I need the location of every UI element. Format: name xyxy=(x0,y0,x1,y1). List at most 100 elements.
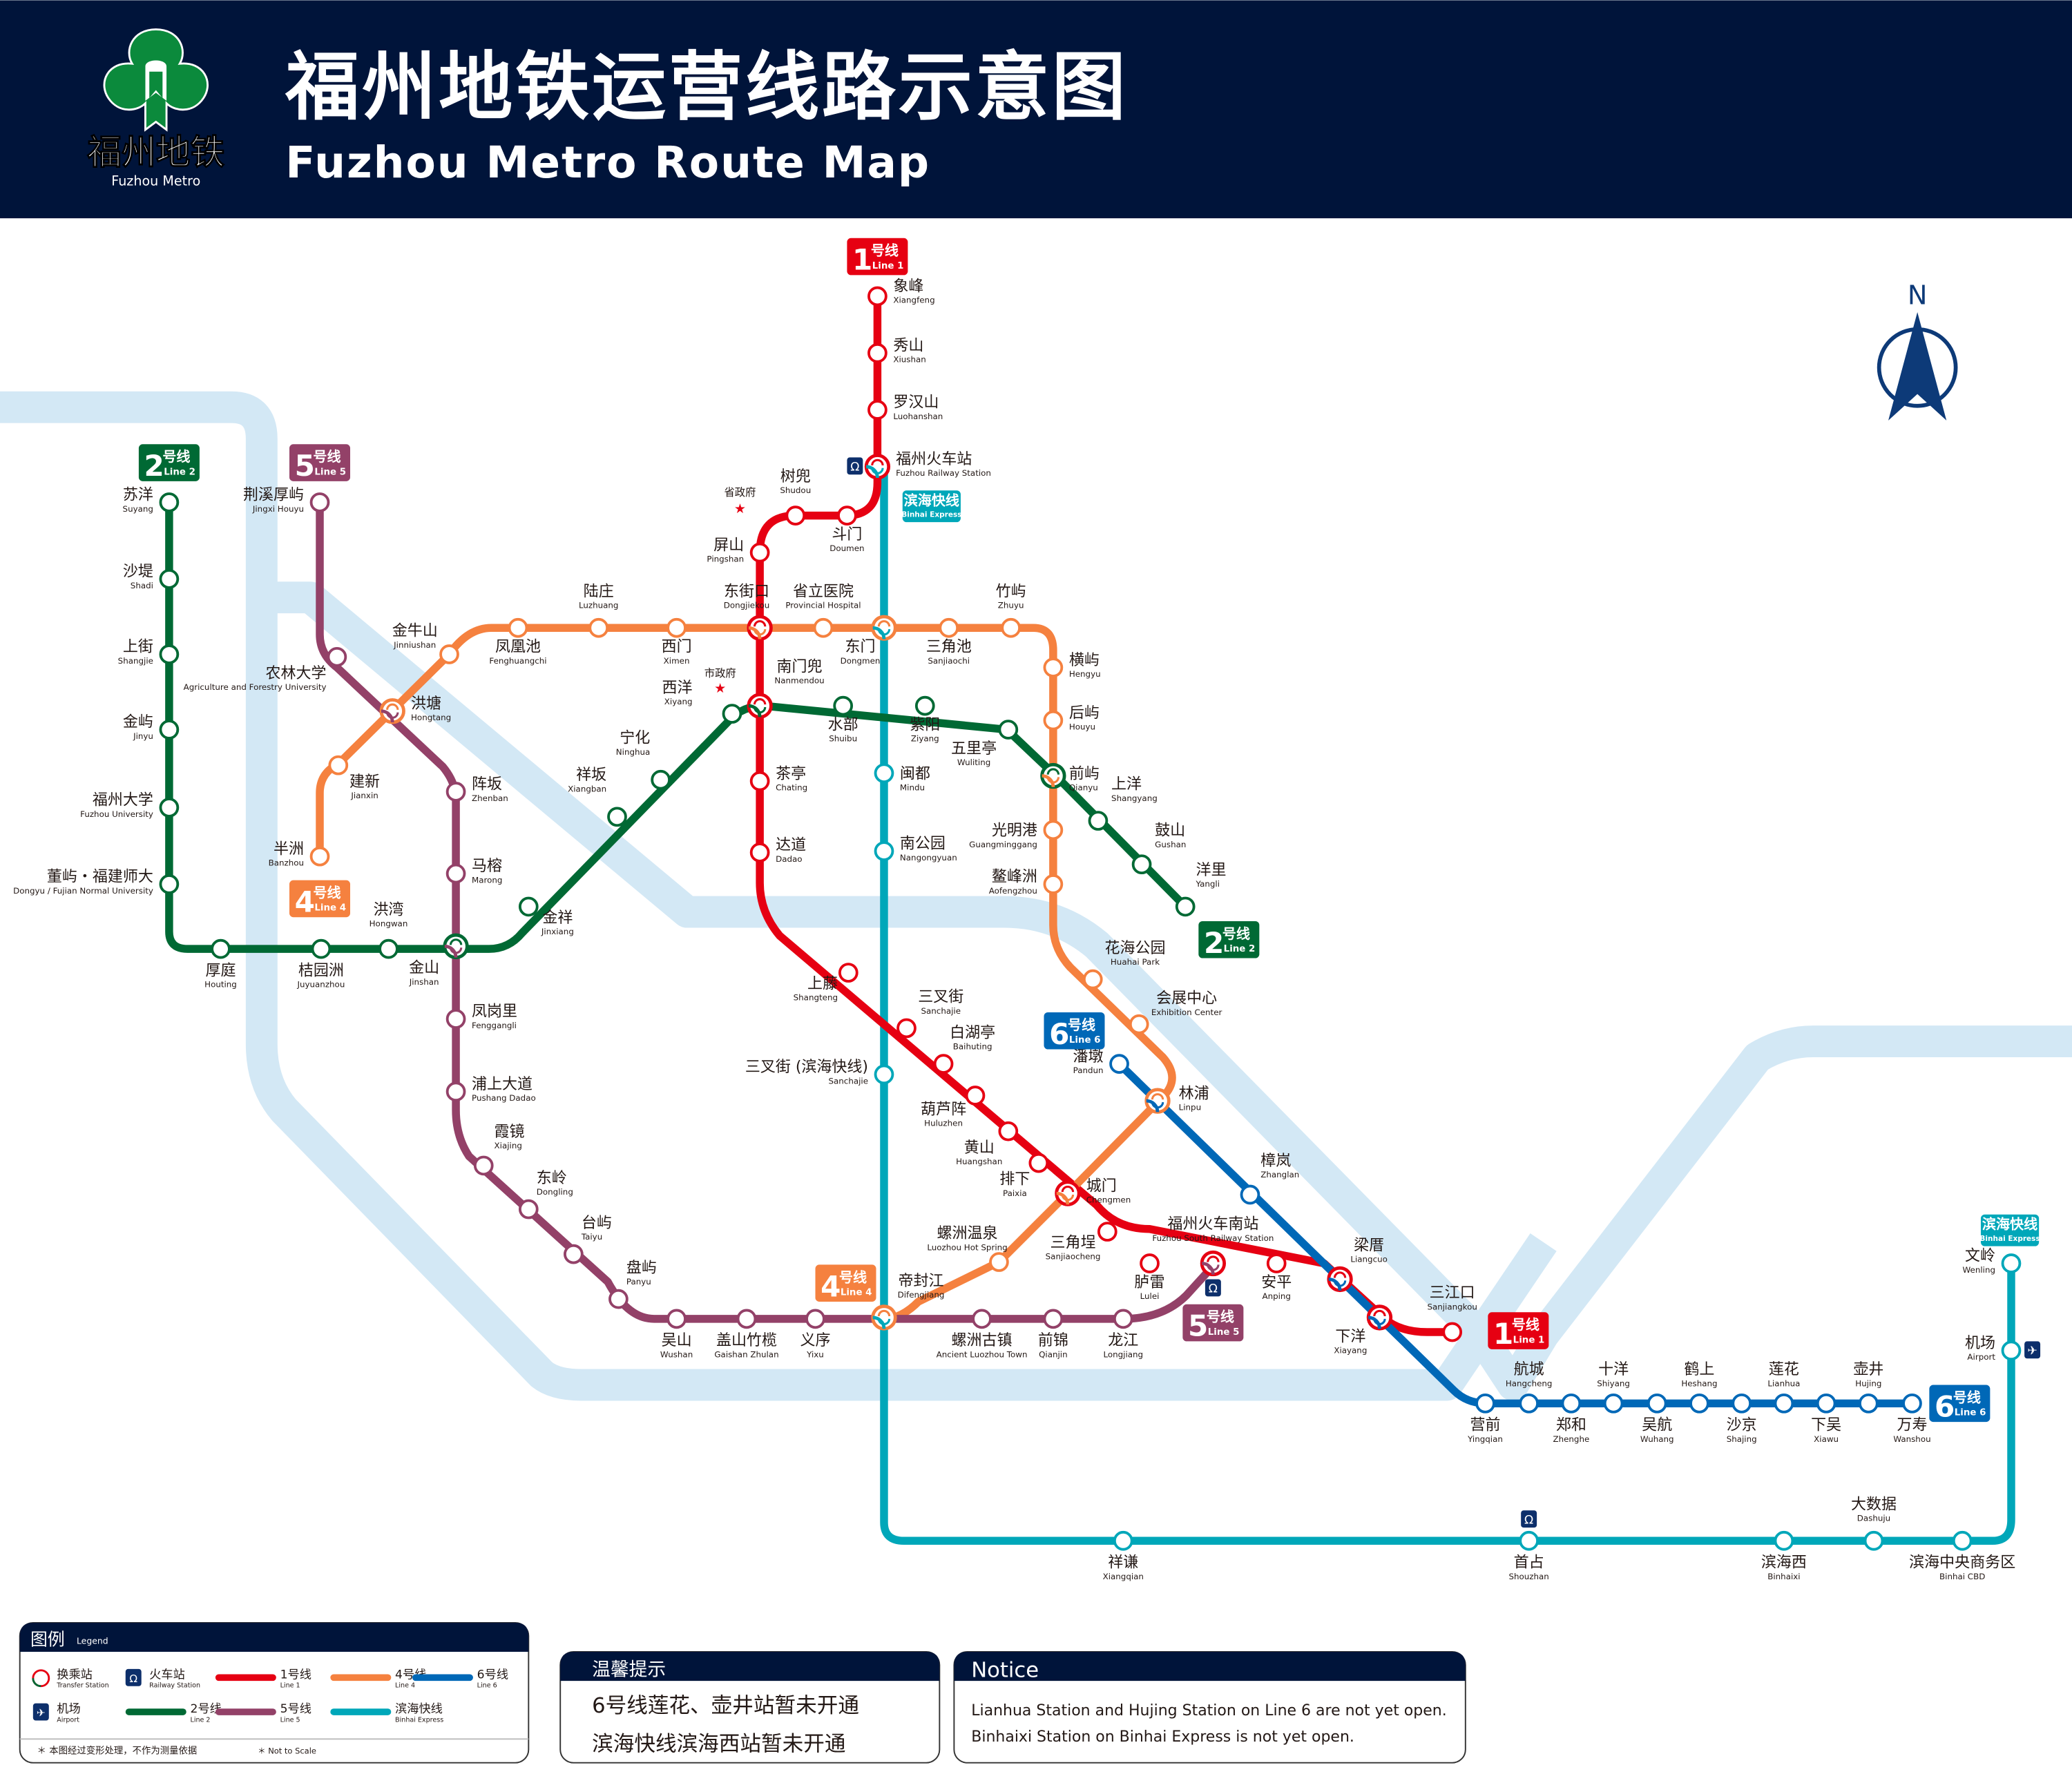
station-marker[interactable] xyxy=(837,505,857,526)
station-marker[interactable] xyxy=(1043,874,1064,894)
station-marker[interactable] xyxy=(1028,1153,1049,1173)
station-marker[interactable] xyxy=(445,1081,466,1102)
station-marker[interactable] xyxy=(159,798,180,818)
station-marker[interactable] xyxy=(159,874,180,894)
station-marker[interactable] xyxy=(914,695,935,716)
station-marker[interactable] xyxy=(1097,1222,1117,1242)
transfer-station-marker[interactable] xyxy=(1327,1266,1353,1293)
station-marker[interactable] xyxy=(327,646,347,667)
station-marker[interactable] xyxy=(989,1252,1009,1272)
station-marker[interactable] xyxy=(1603,1393,1624,1414)
station-marker[interactable] xyxy=(1902,1393,1922,1414)
station-marker[interactable] xyxy=(666,1309,687,1329)
station-marker[interactable] xyxy=(1088,811,1109,831)
station-marker[interactable] xyxy=(874,841,894,861)
station-marker[interactable] xyxy=(805,1309,825,1329)
station-marker[interactable] xyxy=(998,1121,1019,1141)
station-marker[interactable] xyxy=(445,863,466,884)
station-marker[interactable] xyxy=(722,704,742,724)
transfer-station-marker[interactable] xyxy=(871,1304,897,1331)
station-marker[interactable] xyxy=(1519,1393,1539,1414)
station-marker[interactable] xyxy=(1109,1054,1129,1074)
station-marker[interactable] xyxy=(159,644,180,664)
station-marker[interactable] xyxy=(1266,1253,1287,1273)
station-marker[interactable] xyxy=(749,771,770,791)
station-marker[interactable] xyxy=(607,807,627,827)
station-marker[interactable] xyxy=(1043,710,1064,731)
transfer-station-marker[interactable] xyxy=(379,698,405,724)
station-marker[interactable] xyxy=(473,1155,494,1176)
station-marker[interactable] xyxy=(309,492,330,512)
station-marker[interactable] xyxy=(998,720,1019,740)
station-marker[interactable] xyxy=(736,1309,757,1329)
station-marker[interactable] xyxy=(1647,1393,1667,1414)
station-marker[interactable] xyxy=(608,1289,629,1309)
station-marker[interactable] xyxy=(1859,1393,1879,1414)
station-marker[interactable] xyxy=(445,782,466,802)
station-marker[interactable] xyxy=(309,846,330,867)
station-marker[interactable] xyxy=(564,1244,584,1264)
station-marker[interactable] xyxy=(2001,1340,2022,1361)
station-marker[interactable] xyxy=(867,286,888,307)
station-marker[interactable] xyxy=(2001,1253,2022,1273)
station-marker[interactable] xyxy=(1001,617,1021,638)
transfer-station-marker[interactable] xyxy=(747,615,773,641)
station-marker[interactable] xyxy=(1442,1322,1463,1342)
station-marker[interactable] xyxy=(1129,1014,1149,1034)
station-marker[interactable] xyxy=(508,617,528,638)
station-marker[interactable] xyxy=(785,505,806,526)
station-marker[interactable] xyxy=(518,1199,539,1220)
transfer-station-marker[interactable] xyxy=(1144,1088,1171,1114)
station-marker[interactable] xyxy=(972,1309,992,1329)
station-marker[interactable] xyxy=(1816,1393,1836,1414)
station-marker[interactable] xyxy=(1561,1393,1582,1414)
station-marker[interactable] xyxy=(749,842,770,862)
station-marker[interactable] xyxy=(1113,1309,1133,1329)
station-marker[interactable] xyxy=(311,938,332,959)
station-marker[interactable] xyxy=(838,963,858,983)
station-marker[interactable] xyxy=(1774,1530,1794,1551)
station-marker[interactable] xyxy=(651,769,671,790)
station-marker[interactable] xyxy=(874,1064,894,1085)
station-marker[interactable] xyxy=(833,695,854,716)
transfer-station-marker[interactable] xyxy=(747,693,773,719)
station-marker[interactable] xyxy=(159,720,180,740)
station-marker[interactable] xyxy=(518,896,539,917)
station-marker[interactable] xyxy=(939,617,959,638)
station-marker[interactable] xyxy=(1863,1530,1884,1551)
station-marker[interactable] xyxy=(1131,854,1152,875)
station-marker[interactable] xyxy=(896,1018,917,1039)
station-marker[interactable] xyxy=(1240,1184,1260,1205)
station-marker[interactable] xyxy=(588,617,609,638)
station-marker[interactable] xyxy=(1952,1530,1973,1551)
station-marker[interactable] xyxy=(1043,820,1064,840)
station-marker[interactable] xyxy=(867,400,888,420)
station-marker[interactable] xyxy=(1774,1393,1794,1414)
transfer-station-marker[interactable] xyxy=(1366,1304,1393,1331)
transfer-station-marker[interactable] xyxy=(871,615,897,641)
station-marker[interactable] xyxy=(159,492,180,512)
station-marker[interactable] xyxy=(933,1054,954,1074)
transfer-station-marker[interactable] xyxy=(864,454,891,480)
station-marker[interactable] xyxy=(445,1009,466,1029)
station-marker[interactable] xyxy=(874,763,894,784)
transfer-station-marker[interactable] xyxy=(1055,1180,1081,1206)
station-marker[interactable] xyxy=(965,1086,986,1106)
station-marker[interactable] xyxy=(378,938,399,959)
transfer-station-marker[interactable] xyxy=(1200,1250,1227,1277)
station-marker[interactable] xyxy=(1043,657,1064,677)
station-marker[interactable] xyxy=(1475,1393,1495,1414)
station-marker[interactable] xyxy=(1519,1530,1539,1551)
station-marker[interactable] xyxy=(1043,1309,1064,1329)
station-marker[interactable] xyxy=(813,617,834,638)
transfer-station-marker[interactable] xyxy=(1040,762,1066,789)
station-marker[interactable] xyxy=(1175,896,1196,917)
station-marker[interactable] xyxy=(328,755,349,775)
station-marker[interactable] xyxy=(749,542,770,563)
station-marker[interactable] xyxy=(1689,1393,1709,1414)
station-marker[interactable] xyxy=(1732,1393,1752,1414)
station-marker[interactable] xyxy=(867,343,888,363)
station-marker[interactable] xyxy=(1113,1530,1133,1551)
station-marker[interactable] xyxy=(439,644,459,664)
station-marker[interactable] xyxy=(666,617,687,638)
